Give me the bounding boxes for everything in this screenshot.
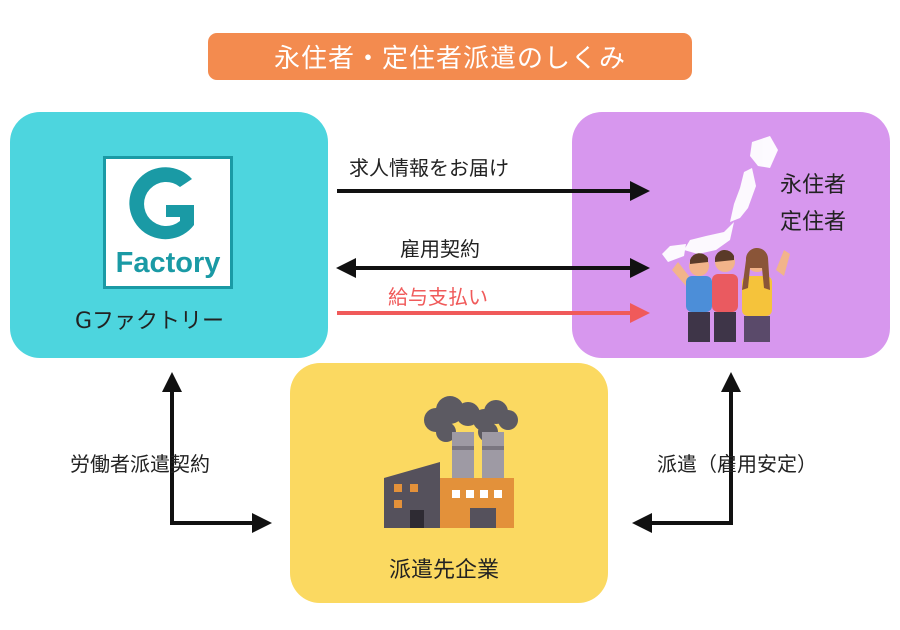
g-letter-icon bbox=[129, 167, 194, 240]
workers-label-permanent: 永住者 bbox=[780, 173, 847, 198]
workers-label-long-term: 定住者 bbox=[780, 210, 847, 235]
employment-contract-label: 雇用契約 bbox=[400, 237, 480, 261]
g-factory-label: Gファクトリー bbox=[75, 309, 225, 334]
client-company-label: 派遣先企業 bbox=[389, 558, 500, 583]
logo-wordmark: Factory bbox=[115, 247, 221, 279]
g-factory-logo: Factory bbox=[103, 156, 233, 289]
diagram-title: 永住者・定住者派遣のしくみ bbox=[208, 33, 692, 80]
smoke-icon bbox=[424, 396, 518, 442]
dispatch-contract-arrow bbox=[162, 372, 272, 533]
factory-icon bbox=[384, 432, 514, 528]
job-info-label: 求人情報をお届け bbox=[349, 156, 509, 180]
dispatch-stability-label: 派遣（雇用安定） bbox=[657, 452, 817, 476]
salary-payment-label: 給与支払い bbox=[388, 285, 488, 309]
people-group-icon bbox=[672, 247, 790, 342]
dispatch-contract-label: 労働者派遣契約 bbox=[70, 452, 210, 476]
dispatch-stability-arrow bbox=[632, 372, 741, 533]
japan-map-icon bbox=[662, 136, 778, 262]
